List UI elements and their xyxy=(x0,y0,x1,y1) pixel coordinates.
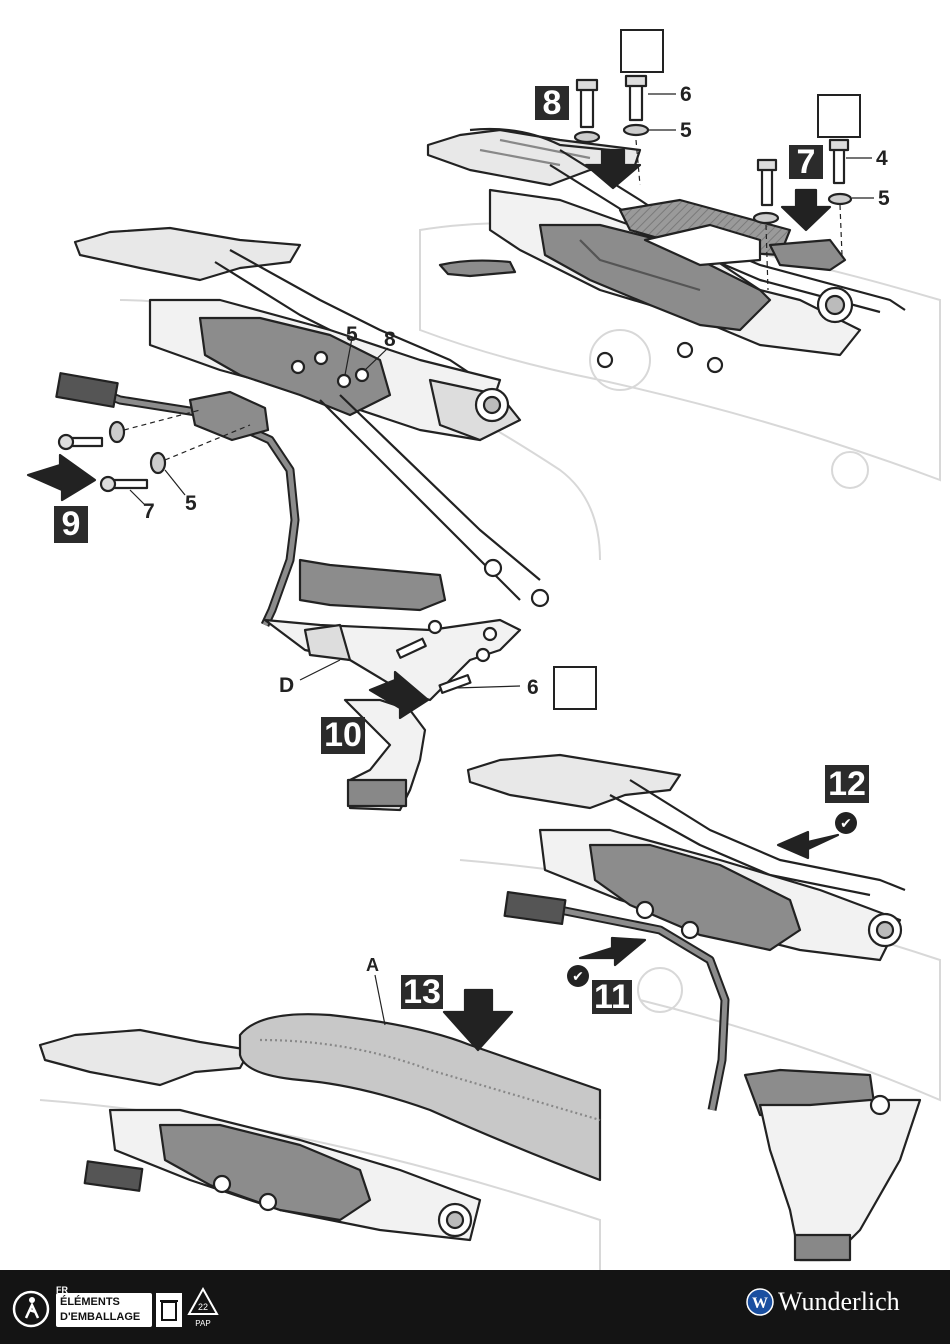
part-label-5: 5 xyxy=(185,492,197,516)
press-arrow-icon xyxy=(782,190,830,230)
checkbox-empty xyxy=(553,666,597,710)
packaging-line-1: ÉLÉMENTS xyxy=(60,1295,148,1310)
checkmark-icon: ✔ xyxy=(835,812,857,834)
step-badge-13: 13 xyxy=(401,975,443,1009)
brand-logo: W Wunderlich xyxy=(746,1284,900,1320)
carrier-bracket xyxy=(300,560,445,610)
recycle-sub: PAP xyxy=(195,1319,210,1328)
part-label-d: D xyxy=(279,674,294,698)
part-label-6: 6 xyxy=(527,676,539,700)
part-label-5: 5 xyxy=(878,187,890,211)
part-label-5: 5 xyxy=(346,323,358,347)
step-badge-12: 12 xyxy=(825,765,869,803)
svg-text:W: W xyxy=(752,1295,768,1312)
trash-bin-icon xyxy=(156,1293,182,1327)
part-label-6: 6 xyxy=(680,83,692,107)
checkbox-empty xyxy=(620,29,664,73)
checkbox-empty xyxy=(817,94,861,138)
recycle-triangle-icon: 22 PAP xyxy=(186,1286,220,1330)
packaging-label: ÉLÉMENTS D'EMBALLAGE xyxy=(56,1293,152,1327)
press-arrow-icon xyxy=(778,832,838,858)
assembly-diagram xyxy=(0,0,950,1270)
step-badge-10: 10 xyxy=(321,717,365,754)
carrier-plate xyxy=(190,392,268,440)
recycle-code: 22 xyxy=(198,1302,208,1312)
part-label-4: 4 xyxy=(876,147,888,171)
step-badge-8: 8 xyxy=(535,86,569,120)
luggage-rack-plate xyxy=(40,1030,250,1085)
part-label-5: 5 xyxy=(680,119,692,143)
step-badge-7: 7 xyxy=(789,145,823,179)
part-label-a: A xyxy=(366,955,379,976)
press-arrow-icon xyxy=(580,938,645,965)
brand-name: Wunderlich xyxy=(778,1287,900,1317)
part-label-8: 8 xyxy=(384,328,396,352)
packaging-line-2: D'EMBALLAGE xyxy=(60,1310,148,1325)
luggage-rack-plate xyxy=(75,228,300,280)
part-label-7: 7 xyxy=(143,500,155,524)
step-badge-11: 11 xyxy=(592,980,632,1014)
recycle-person-icon xyxy=(12,1290,50,1328)
luggage-rack-plate xyxy=(468,755,680,808)
press-arrow-icon xyxy=(28,455,95,500)
step-badge-9: 9 xyxy=(54,506,88,543)
left-assembly-view xyxy=(28,228,548,810)
wunderlich-logo-icon: W xyxy=(746,1288,774,1316)
checkmark-icon: ✔ xyxy=(567,965,589,987)
